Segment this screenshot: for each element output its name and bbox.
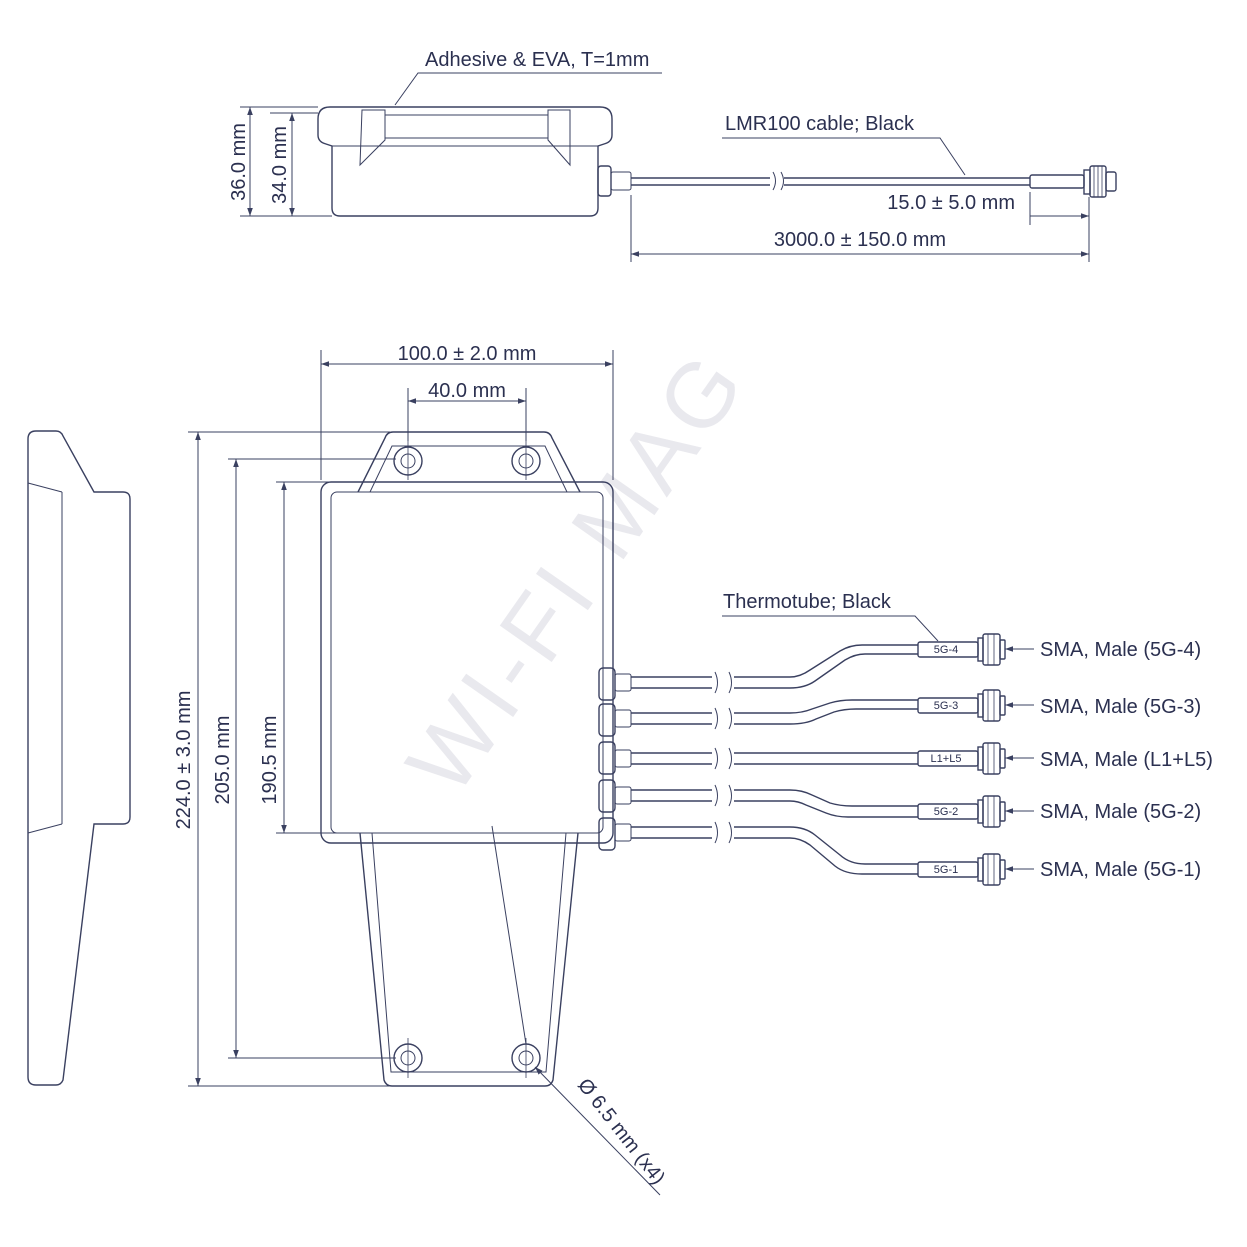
hole-diameter-dim: Ø 6.5 mm (x4) (573, 1075, 669, 1189)
tag-label: 5G-2 (934, 806, 958, 818)
bottom-mount-flange (359, 832, 579, 1087)
side-housing (317, 106, 613, 217)
connector-5g-3: 5G-3 SMA, Male (5G-3) (917, 689, 1201, 722)
cable-5g-3 (631, 699, 918, 714)
tag-label: 5G-4 (934, 644, 958, 656)
tag-label: L1+L5 (931, 753, 962, 765)
side-view: Adhesive & EVA, T=1mm LMR100 cable; Blac… (228, 49, 1117, 262)
watermark: WI-FI MAG (388, 332, 766, 811)
length-inner-dim: 190.5 mm (259, 716, 281, 805)
connector-5g-2: 5G-2 SMA, Male (5G-2) (917, 795, 1201, 828)
connector-label: SMA, Male (L1+L5) (1040, 749, 1213, 771)
height-outer-dim: 36.0 mm (228, 123, 250, 201)
length-mid-dim: 205.0 mm (212, 716, 234, 805)
profile-view (27, 430, 131, 1086)
cable-5g-4 (631, 644, 918, 678)
housing-body (320, 481, 614, 844)
side-connector (1029, 174, 1085, 189)
tag-label: 5G-1 (934, 864, 958, 876)
top-view: 100.0 ± 2.0 mm 40.0 mm 224.0 ± 3.0 mm 20… (173, 343, 939, 1196)
connector-label: SMA, Male (5G-4) (1040, 639, 1201, 661)
cable-5g-2 (631, 789, 918, 807)
tag-label: 5G-3 (934, 700, 958, 712)
cable-label: LMR100 cable; Black (725, 113, 915, 135)
connector-label: SMA, Male (5G-1) (1040, 859, 1201, 881)
connector-5g-1: 5G-1 SMA, Male (5G-1) (917, 853, 1201, 886)
width-dim: 100.0 ± 2.0 mm (398, 343, 537, 365)
height-inner-dim: 34.0 mm (269, 126, 291, 204)
top-mount-flange (357, 431, 581, 493)
connector-l1-l5: L1+L5 SMA, Male (L1+L5) (917, 742, 1213, 775)
cable-length-dim: 3000.0 ± 150.0 mm (774, 229, 946, 251)
connector-5g-4: 5G-4 SMA, Male (5G-4) (917, 633, 1201, 666)
pigtail-cables (614, 644, 918, 880)
connector-length-dim: 15.0 ± 5.0 mm (887, 192, 1015, 214)
cable-5g-1 (631, 826, 918, 865)
connector-label: SMA, Male (5G-3) (1040, 696, 1201, 718)
length-outer-dim: 224.0 ± 3.0 mm (173, 691, 195, 830)
thermotube-label: Thermotube; Black (723, 591, 892, 613)
hole-spacing-dim: 40.0 mm (428, 380, 506, 402)
adhesive-label: Adhesive & EVA, T=1mm (425, 49, 649, 71)
connector-label: SMA, Male (5G-2) (1040, 801, 1201, 823)
